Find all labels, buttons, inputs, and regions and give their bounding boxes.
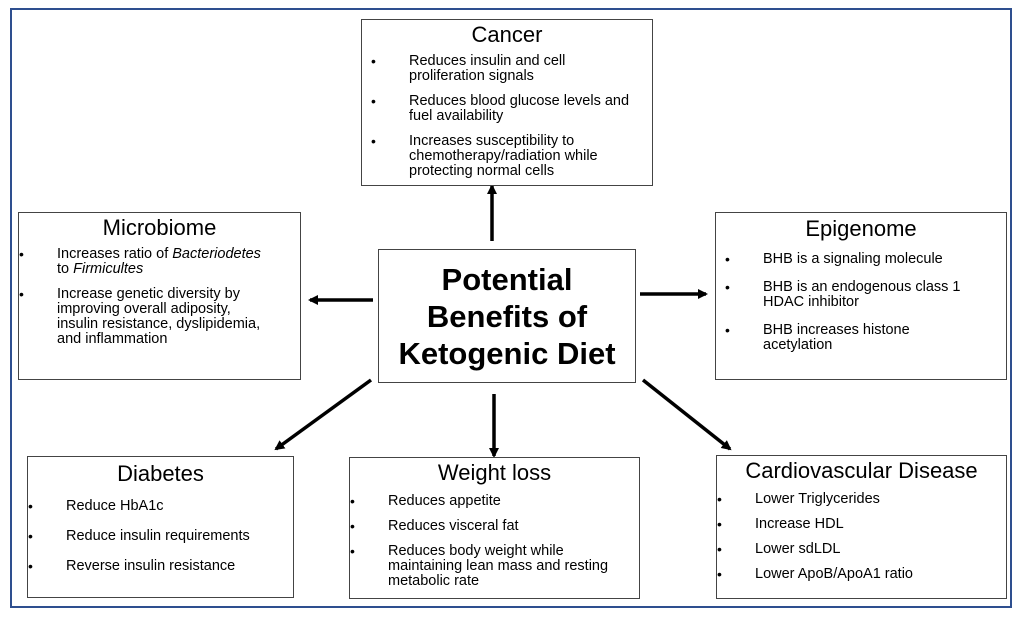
- center-line-3: Ketogenic Diet: [398, 335, 616, 371]
- arrow-to-cardio: [641, 378, 732, 451]
- diabetes-item: Reduce HbA1c: [28, 499, 293, 515]
- diabetes-title: Diabetes: [117, 461, 204, 486]
- epigenome-box: Epigenome BHB is a signaling molecule BH…: [715, 212, 1007, 380]
- weight-loss-item-3-line-1: Reduces body weight while: [388, 543, 564, 559]
- cancer-item: Reduces blood glucose levels and fuel av…: [371, 93, 652, 124]
- cardio-box: Cardiovascular Disease Lower Triglycerid…: [716, 455, 1007, 599]
- epigenome-item: BHB is an endogenous class 1 HDAC inhibi…: [725, 279, 1006, 310]
- diabetes-list: Reduce HbA1c Reduce insulin requirements…: [28, 499, 293, 575]
- cancer-item-3-line-3: protecting normal cells: [409, 163, 555, 179]
- weight-loss-item-1: Reduces appetite: [388, 493, 501, 509]
- epigenome-item: BHB is a signaling molecule: [725, 251, 1006, 268]
- cardio-item: Increase HDL: [717, 517, 1006, 533]
- cardio-list: Lower Triglycerides Increase HDL Lower s…: [717, 492, 1006, 583]
- microbiome-item-2-line-2: improving overall adiposity,: [57, 301, 231, 317]
- weight-loss-item: Reduces body weight while maintaining le…: [350, 543, 639, 589]
- diabetes-item: Reverse insulin resistance: [28, 559, 293, 575]
- epigenome-title: Epigenome: [805, 216, 917, 241]
- epigenome-item-3-line-1: BHB increases histone: [763, 322, 910, 338]
- cancer-item-1-line-2: proliferation signals: [409, 68, 534, 84]
- cancer-item-1-line-1: Reduces insulin and cell: [409, 53, 566, 69]
- microbiome-title: Microbiome: [102, 215, 217, 240]
- microbiome-item-1-prefix: Increases ratio of: [57, 246, 173, 262]
- cancer-box: Cancer Reduces insulin and cell prolifer…: [361, 19, 653, 186]
- cardio-title: Cardiovascular Disease: [745, 458, 978, 483]
- cancer-item-3-line-1: Increases susceptibility to: [409, 133, 575, 149]
- weight-loss-item-2: Reduces visceral fat: [388, 518, 519, 534]
- microbiome-item: Increases ratio of Bacteriodetes to Firm…: [19, 246, 300, 277]
- epigenome-item: BHB increases histone acetylation: [725, 322, 1006, 353]
- cancer-title: Cancer: [471, 22, 543, 47]
- outer-frame: [10, 8, 1012, 608]
- weight-loss-list: Reduces appetite Reduces visceral fat Re…: [350, 493, 639, 589]
- weight-loss-item-3-line-2: maintaining lean mass and resting: [388, 558, 609, 574]
- microbiome-item-1-italic-2: Firmicultes: [73, 261, 144, 277]
- arrow-to-diabetes: [274, 378, 373, 451]
- cancer-list: Reduces insulin and cell proliferation s…: [371, 53, 652, 179]
- epigenome-item-2-line-2: HDAC inhibitor: [763, 294, 859, 310]
- epigenome-list: BHB is a signaling molecule BHB is an en…: [725, 251, 1006, 353]
- cancer-item-2-line-1: Reduces blood glucose levels and: [409, 93, 630, 109]
- epigenome-item-2-line-1: BHB is an endogenous class 1: [763, 279, 961, 295]
- epigenome-item-1-line-1: BHB is a signaling molecule: [763, 251, 943, 267]
- weight-loss-box: Weight loss Reduces appetite Reduces vis…: [349, 457, 640, 599]
- center-line-1: Potential: [441, 261, 573, 297]
- cancer-item: Increases susceptibility to chemotherapy…: [371, 133, 652, 179]
- microbiome-list: Increases ratio of Bacteriodetes to Firm…: [19, 246, 300, 347]
- cardio-item: Lower sdLDL: [717, 542, 1006, 558]
- microbiome-item-1-mid: to: [57, 261, 74, 277]
- weight-loss-item: Reduces appetite: [350, 493, 639, 510]
- weight-loss-item-3-line-3: metabolic rate: [388, 573, 480, 589]
- cardio-item: Lower ApoB/ApoA1 ratio: [717, 567, 1006, 583]
- weight-loss-item: Reduces visceral fat: [350, 518, 639, 535]
- diabetes-item: Reduce insulin requirements: [28, 529, 293, 545]
- epigenome-item-3-line-2: acetylation: [763, 337, 833, 353]
- microbiome-item-2-line-3: insulin resistance, dyslipidemia,: [57, 316, 261, 332]
- cancer-item: Reduces insulin and cell proliferation s…: [371, 53, 652, 84]
- center-box: Potential Benefits of Ketogenic Diet: [378, 249, 636, 383]
- cardio-item: Lower Triglycerides: [717, 492, 1006, 508]
- cancer-item-3-line-2: chemotherapy/radiation while: [409, 148, 598, 164]
- cancer-item-2-line-2: fuel availability: [409, 108, 504, 124]
- center-line-2: Benefits of: [426, 298, 588, 334]
- microbiome-item: Increase genetic diversity by improving …: [19, 286, 300, 347]
- diabetes-box: Diabetes Reduce HbA1c Reduce insulin req…: [27, 456, 294, 598]
- microbiome-item-1-italic-1: Bacteriodetes: [172, 246, 261, 262]
- microbiome-item-2-line-4: and inflammation: [57, 331, 168, 347]
- microbiome-box: Microbiome Increases ratio of Bacteriode…: [18, 212, 301, 380]
- weight-loss-title: Weight loss: [437, 460, 552, 485]
- microbiome-item-2-line-1: Increase genetic diversity by: [57, 286, 240, 302]
